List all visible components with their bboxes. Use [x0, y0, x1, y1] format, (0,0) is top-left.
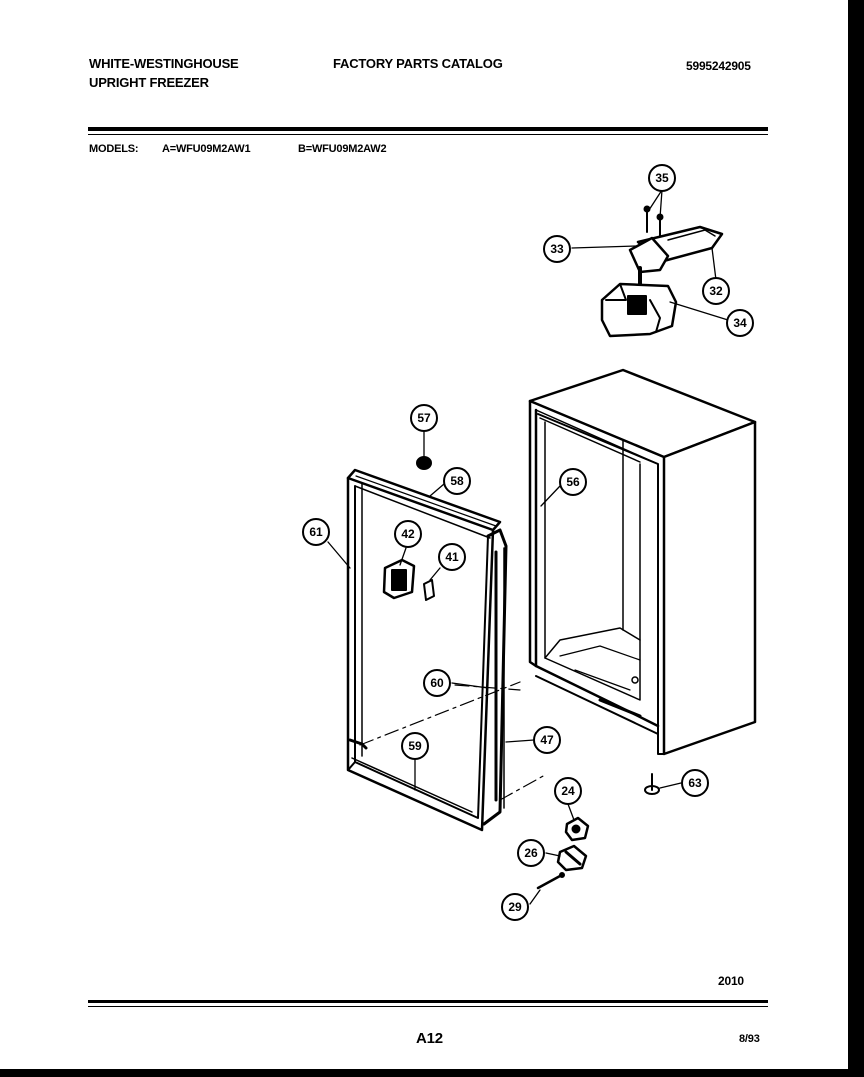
callout-29-label: 29	[508, 900, 522, 914]
callout-63-label: 63	[688, 776, 702, 790]
callout-bubbles: 35 33 32 34 57 58 56 61 42 41 60 47 59 2…	[302, 164, 754, 921]
callout-24: 24	[554, 777, 582, 805]
callout-59: 59	[401, 732, 429, 760]
freezer-cabinet	[528, 368, 757, 756]
page-number: A12	[416, 1030, 443, 1047]
revision-date: 8/93	[739, 1033, 760, 1045]
freezer-door	[346, 468, 508, 832]
callout-47-label: 47	[540, 733, 554, 747]
callout-26: 26	[517, 839, 545, 867]
leveling-leg	[644, 773, 660, 795]
footer-rule-thick	[88, 1000, 768, 1003]
callout-33: 33	[543, 235, 571, 263]
callout-34-label: 34	[733, 316, 747, 330]
leader-lines	[327, 189, 729, 905]
callout-61-label: 61	[309, 525, 323, 539]
callout-41: 41	[438, 543, 466, 571]
brand-name: WHITE-WESTINGHOUSE	[89, 56, 239, 71]
callout-24-label: 24	[561, 784, 575, 798]
callout-56-label: 56	[566, 475, 580, 489]
leveler-assembly	[536, 816, 590, 890]
callout-57-label: 57	[417, 411, 431, 425]
callout-29: 29	[501, 893, 529, 921]
callout-35-label: 35	[655, 171, 669, 185]
header-rule-thin	[88, 134, 768, 135]
exploded-parts-diagram: 35 33 32 34 57 58 56 61 42 41 60 47 59 2…	[302, 164, 757, 921]
callout-57: 57	[410, 404, 438, 432]
callout-56: 56	[559, 468, 587, 496]
callout-32-label: 32	[709, 284, 723, 298]
callout-59-label: 59	[408, 739, 422, 753]
plug-part	[416, 456, 432, 470]
callout-33-label: 33	[550, 242, 564, 256]
callout-26-label: 26	[524, 846, 538, 860]
callout-42: 42	[394, 520, 422, 548]
callout-47: 47	[533, 726, 561, 754]
callout-42-label: 42	[401, 527, 415, 541]
models-label: MODELS:	[89, 143, 139, 155]
catalog-sheet: WHITE-WESTINGHOUSE UPRIGHT FREEZER FACTO…	[0, 0, 848, 1069]
diagram-code: 2010	[718, 974, 744, 988]
callout-32: 32	[702, 277, 730, 305]
model-a: A=WFU09M2AW1	[162, 143, 251, 155]
callout-60: 60	[423, 669, 451, 697]
callout-34: 34	[726, 309, 754, 337]
footer-rule-thin	[88, 1006, 768, 1007]
catalog-title: FACTORY PARTS CATALOG	[333, 56, 503, 71]
callout-35: 35	[648, 164, 676, 192]
catalog-number: 5995242905	[686, 59, 751, 73]
callout-63: 63	[681, 769, 709, 797]
header-rule-thick	[88, 127, 768, 131]
callout-60-label: 60	[430, 676, 444, 690]
callout-58: 58	[443, 467, 471, 495]
product-name: UPRIGHT FREEZER	[89, 75, 209, 90]
model-b: B=WFU09M2AW2	[298, 143, 387, 155]
callout-41-label: 41	[445, 550, 459, 564]
callout-61: 61	[302, 518, 330, 546]
hinge-assembly	[600, 205, 724, 338]
callout-58-label: 58	[450, 474, 464, 488]
